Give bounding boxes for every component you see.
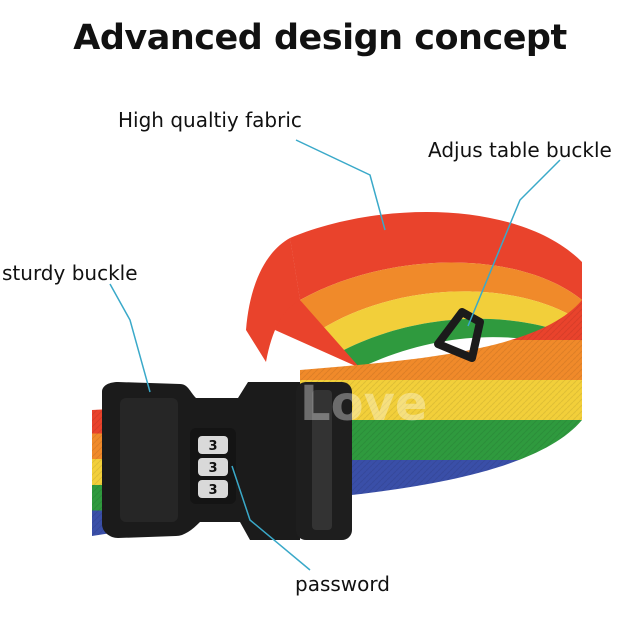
page-title: Advanced design concept xyxy=(73,18,567,58)
leader-line-adjustable xyxy=(467,159,561,327)
lock-dial-digit: 3 xyxy=(208,461,217,476)
callout-sturdy-buckle-label: sturdy buckle xyxy=(2,261,138,285)
leader-line-password xyxy=(231,465,311,571)
lock-dial-digit: 3 xyxy=(208,483,217,498)
callout-adjustable-buckle-label: Adjus table buckle xyxy=(428,138,612,162)
leader-line-fabric xyxy=(295,139,386,231)
adjustable-slider-buckle xyxy=(434,308,484,362)
callout-fabric-label: High qualtiy fabric xyxy=(118,108,302,132)
strap-back-loop xyxy=(246,211,582,368)
callout-leader-lines xyxy=(109,139,561,571)
strap-front-band xyxy=(300,300,582,500)
watermark-text: Love xyxy=(300,376,427,432)
leader-line-sturdy xyxy=(109,283,151,393)
callout-password-label: password xyxy=(295,572,390,596)
combination-lock-dials: 3 3 3 xyxy=(198,436,228,498)
lock-dial-digit: 3 xyxy=(208,439,217,454)
